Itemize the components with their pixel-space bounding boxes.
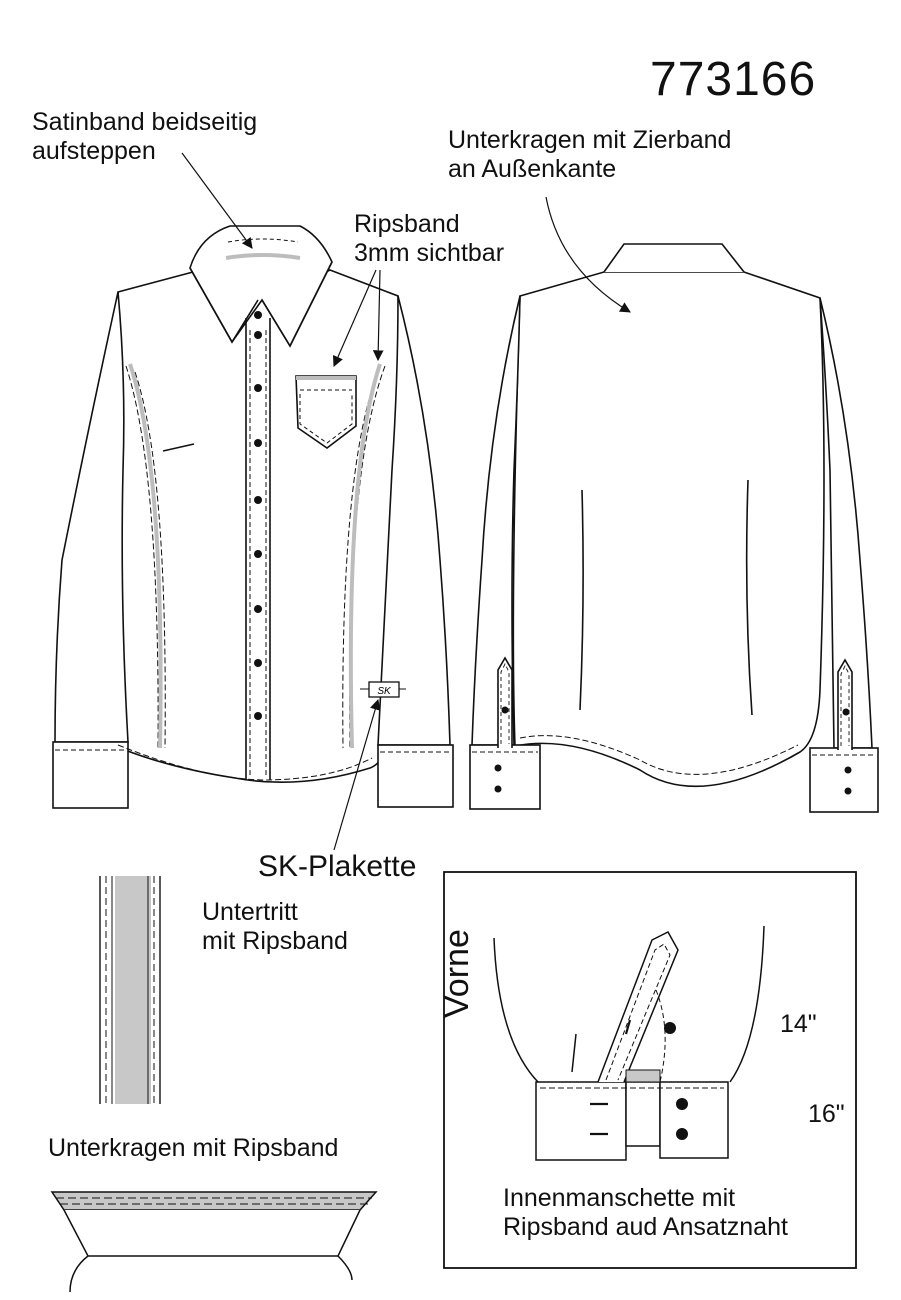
back-cuff-buttons (494, 706, 852, 795)
label-side-view: Vorne (438, 929, 476, 1018)
label-grosgrain-visible: Ripsband 3mm sichtbar (354, 210, 504, 268)
label-under-collar-grosgrain: Unterkragen mit Ripsband (48, 1134, 339, 1162)
label-under-collar-trim-line1: Unterkragen mit Zierband (448, 126, 732, 154)
shirt-front-view (52, 225, 454, 809)
shirt-back-view (469, 243, 879, 813)
sk-logo-text: SK (377, 686, 392, 697)
label-sk-badge: SK-Plakette (258, 850, 417, 883)
label-satin-tape-line2: aufsteppen (32, 137, 156, 165)
label-inner-cuff-line2: Ripsband aud Ansatznaht (503, 1213, 788, 1241)
label-placket-underlap-line2: mit Ripsband (202, 927, 348, 955)
label-satin-tape-line1: Satinband beidseitig (32, 108, 258, 136)
placket-underlap-detail (99, 876, 161, 1104)
label-under-collar-trim-line2: an Außenkante (448, 155, 617, 183)
under-collar-detail (50, 1191, 378, 1293)
sk-badge: SK (360, 681, 406, 698)
label-inner-cuff-line1: Innenmanschette mit (503, 1184, 736, 1212)
label-grosgrain-visible-line2: 3mm sichtbar (354, 239, 505, 267)
front-buttons (254, 311, 262, 720)
cuff-detail-box (443, 871, 857, 1269)
label-placket-underlap: Untertritt mit Ripsband (202, 898, 348, 956)
style-number: 773166 (650, 53, 817, 106)
label-placket-underlap-line1: Untertritt (202, 898, 298, 926)
label-under-collar-trim: Unterkragen mit Zierband an Außenkante (448, 126, 731, 184)
satin-tape-marks (128, 253, 382, 749)
label-inner-cuff: Innenmanschette mit Ripsband aud Ansatzn… (503, 1184, 788, 1242)
label-button-14: 14" (780, 1010, 817, 1038)
label-satin-tape: Satinband beidseitig aufsteppen (32, 108, 257, 166)
label-grosgrain-visible-line1: Ripsband (354, 210, 460, 238)
label-button-16: 16" (808, 1100, 845, 1128)
